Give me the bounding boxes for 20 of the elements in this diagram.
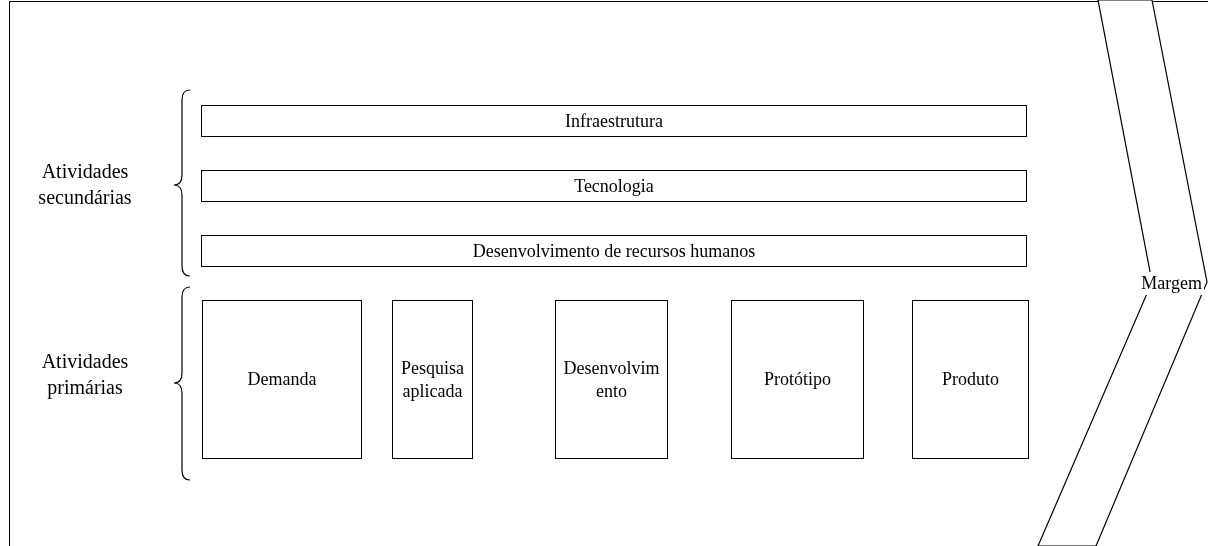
activity-bar [201,105,1027,137]
activity-bar [201,235,1027,267]
node-text: Produto [942,368,999,391]
group-label: Atividades primárias [40,349,130,400]
node-text: Desenvolvimento de recursos humanos [472,239,756,263]
activity-box [912,300,1029,459]
activity-box [555,300,668,459]
activity-box [731,300,864,459]
node-text: Pesquisa aplicada [400,357,465,402]
activity-box [202,300,362,459]
node-text: Infraestrutura [565,109,663,133]
node-text: Desenvolvimento [562,357,661,402]
node-text: Protótipo [764,368,831,391]
activity-box [392,300,473,459]
margin-chevron [1036,0,1208,546]
activity-bar [201,170,1027,202]
node-text: Tecnologia [574,174,654,198]
node-text: Demanda [247,368,317,391]
node-text: Margem [1139,272,1204,295]
group-label: Atividades secundárias [37,159,133,210]
